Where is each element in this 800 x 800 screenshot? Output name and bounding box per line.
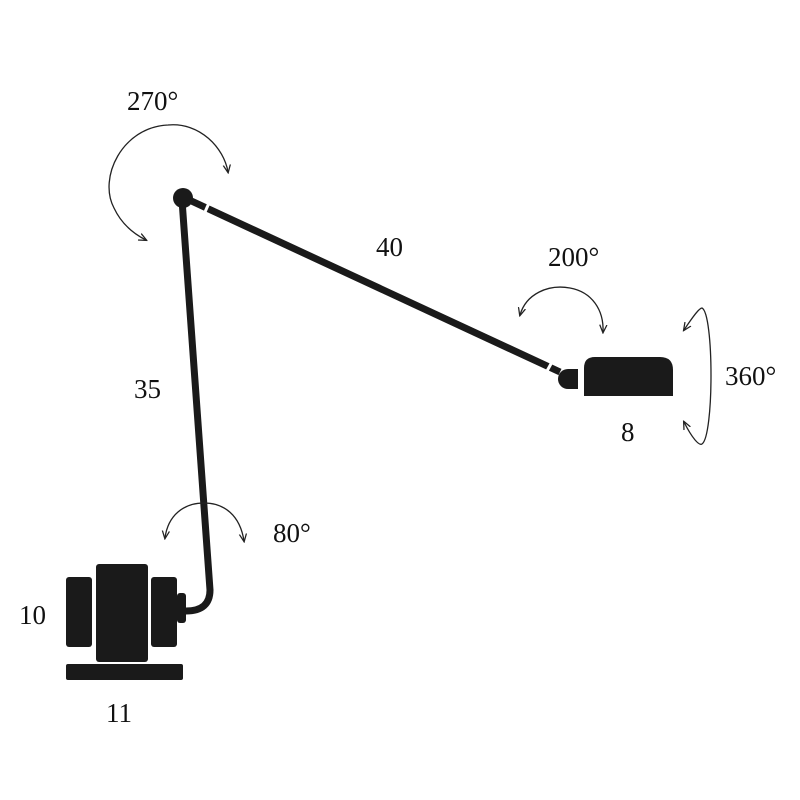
base-body <box>96 564 148 662</box>
base-side-left <box>66 577 92 647</box>
lower-arm <box>178 196 214 615</box>
label-base-height: 10 <box>19 600 46 630</box>
rotation-arrow-200 <box>520 286 603 332</box>
base-side-right <box>151 577 177 647</box>
label-base-width: 11 <box>106 698 132 728</box>
base-connector <box>177 593 186 623</box>
lamp-base <box>66 564 186 680</box>
rotation-arrow-80 <box>165 502 244 541</box>
upper-arm <box>183 194 562 376</box>
label-upper-arm-length: 40 <box>376 232 403 262</box>
base-plate <box>66 664 183 680</box>
label-360-degrees: 360° <box>725 361 776 391</box>
head-knuckle <box>558 369 578 389</box>
lamp-head <box>558 357 673 396</box>
label-head-size: 8 <box>621 417 635 447</box>
pivot-joint <box>173 188 193 208</box>
label-270-degrees: 270° <box>127 86 178 116</box>
label-80-degrees: 80° <box>273 518 311 548</box>
head-connector-gap <box>545 361 554 372</box>
label-lower-arm-length: 35 <box>134 374 161 404</box>
rotation-arrow-270 <box>108 124 228 240</box>
rotation-arrow-360 <box>684 307 712 445</box>
head-shade <box>584 357 673 396</box>
label-200-degrees: 200° <box>548 242 599 272</box>
